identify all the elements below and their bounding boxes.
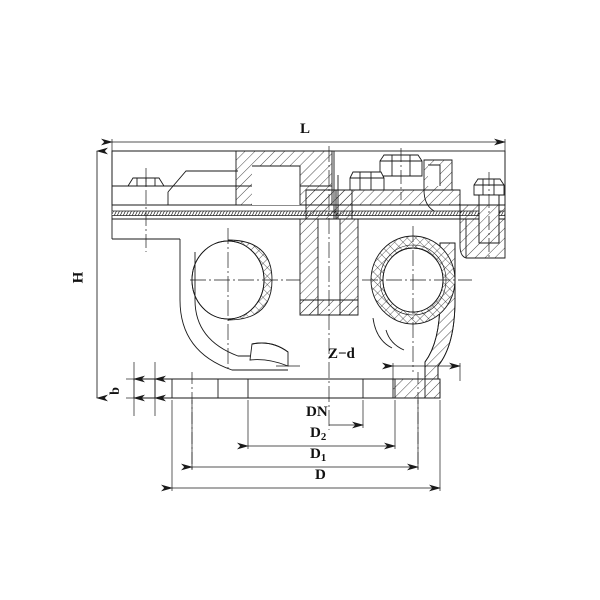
right-float-ball	[362, 226, 472, 372]
left-bonnet-nut	[127, 168, 165, 252]
left-lower-skirt	[134, 378, 172, 399]
right-volute-wall	[372, 317, 405, 351]
dim-label-b: b	[107, 387, 123, 395]
dimension-lines	[96, 138, 506, 492]
dim-label-D1-base: D	[310, 446, 321, 462]
dim-label-D2: D2	[310, 425, 326, 443]
center-chamber	[299, 146, 359, 430]
bottom-flange	[171, 372, 441, 470]
dim-label-H: H	[70, 271, 87, 284]
dim-label-D2-base: D	[310, 425, 321, 441]
dim-label-Z-d: Z−d	[328, 346, 355, 362]
dim-label-D1-sub: 1	[320, 452, 327, 465]
dim-label-D2-sub: 2	[320, 431, 327, 444]
top-hex-nut	[349, 148, 423, 200]
dim-label-D: D	[315, 467, 326, 483]
dim-label-L: L	[300, 121, 311, 137]
vent-boss	[423, 159, 453, 212]
left-float-ball	[190, 228, 300, 372]
dim-label-DN: DN	[306, 404, 328, 420]
dim-label-D1: D1	[310, 446, 326, 464]
